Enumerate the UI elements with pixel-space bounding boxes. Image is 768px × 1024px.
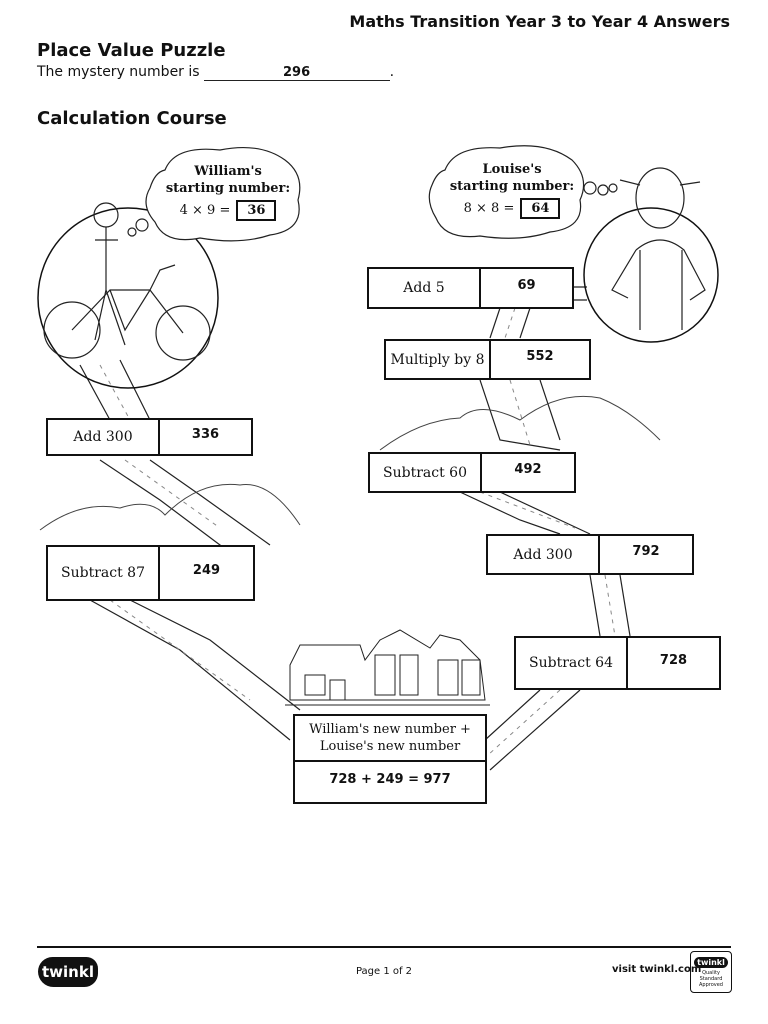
mystery-number-label: The mystery number is bbox=[37, 64, 200, 80]
step-answer: 69 bbox=[517, 277, 536, 293]
louise-step-4: Add 300 792 bbox=[486, 534, 694, 575]
step-label: Add 5 bbox=[369, 269, 481, 307]
step-label: Subtract 60 bbox=[370, 454, 482, 491]
louise-cloud-subtitle: starting number: bbox=[449, 179, 575, 194]
school-building-icon bbox=[285, 629, 490, 706]
twinkl-logo: twinkl bbox=[38, 957, 98, 987]
final-sum-prompt: William's new number + Louise's new numb… bbox=[295, 716, 485, 762]
louise-equation-text: 8 × 8 = bbox=[463, 201, 515, 216]
page-number: Page 1 of 2 bbox=[355, 966, 413, 977]
william-equation-text: 4 × 9 = bbox=[179, 203, 231, 218]
louise-start-answer: 64 bbox=[520, 198, 561, 219]
william-bike-icon bbox=[43, 202, 211, 361]
louise-portrait-frame bbox=[583, 207, 719, 343]
william-cloud-title: William's bbox=[194, 164, 262, 179]
sentence-end: . bbox=[389, 64, 395, 80]
william-cloud-content: William's starting number: 4 × 9 = 36 bbox=[158, 163, 298, 221]
william-step-2: Subtract 87 249 bbox=[46, 545, 255, 601]
step-answer: 792 bbox=[632, 544, 660, 559]
louise-cloud-title: Louise's bbox=[482, 162, 542, 177]
step-answer: 552 bbox=[526, 349, 554, 364]
louise-thought-cloud bbox=[428, 145, 585, 239]
footer-divider bbox=[37, 946, 731, 948]
louise-step-2: Multiply by 8 552 bbox=[384, 339, 591, 380]
step-answer: 336 bbox=[191, 426, 220, 442]
louise-step-5: Subtract 64 728 bbox=[514, 636, 721, 690]
william-thought-cloud bbox=[145, 146, 301, 242]
mystery-number-answer: 296 bbox=[203, 66, 390, 81]
william-step-1: Add 300 336 bbox=[46, 418, 253, 456]
louise-step-3: Subtract 60 492 bbox=[368, 452, 576, 493]
william-portrait-frame bbox=[37, 207, 219, 389]
william-cloud-subtitle: starting number: bbox=[165, 181, 291, 196]
final-sum-result: 728 + 249 = 977 bbox=[329, 772, 451, 787]
final-line-2: Louise's new number bbox=[319, 739, 461, 754]
louise-cloud-content: Louise's starting number: 8 × 8 = 64 bbox=[442, 161, 582, 219]
step-answer: 728 bbox=[659, 652, 688, 668]
step-label: Subtract 64 bbox=[516, 638, 628, 688]
step-label: Add 300 bbox=[488, 536, 600, 573]
step-label: Add 300 bbox=[48, 420, 160, 454]
louise-step-1: Add 5 69 bbox=[367, 267, 574, 309]
louise-equation: 8 × 8 = 64 bbox=[442, 198, 582, 219]
william-equation: 4 × 9 = 36 bbox=[158, 200, 298, 221]
step-label: Subtract 87 bbox=[48, 547, 160, 599]
step-answer: 249 bbox=[192, 562, 221, 578]
place-value-heading: Place Value Puzzle bbox=[37, 40, 226, 61]
page-header-title: Maths Transition Year 3 to Year 4 Answer… bbox=[349, 12, 730, 31]
visit-link[interactable]: visit twinkl.com bbox=[612, 964, 702, 975]
badge-text: Quality Standard Approved bbox=[699, 969, 723, 988]
quality-badge-icon: twinkl Quality Standard Approved bbox=[690, 951, 732, 993]
badge-logo: twinkl bbox=[694, 956, 728, 968]
road-louise bbox=[459, 307, 631, 771]
final-line-1: William's new number + bbox=[309, 722, 471, 737]
louise-girl-icon bbox=[611, 167, 706, 330]
step-label: Multiply by 8 bbox=[386, 341, 491, 378]
road-william bbox=[79, 359, 301, 741]
final-sum-box: William's new number + Louise's new numb… bbox=[293, 714, 487, 804]
calculation-course-heading: Calculation Course bbox=[37, 108, 227, 129]
william-start-answer: 36 bbox=[236, 200, 277, 221]
step-answer: 492 bbox=[514, 462, 542, 477]
